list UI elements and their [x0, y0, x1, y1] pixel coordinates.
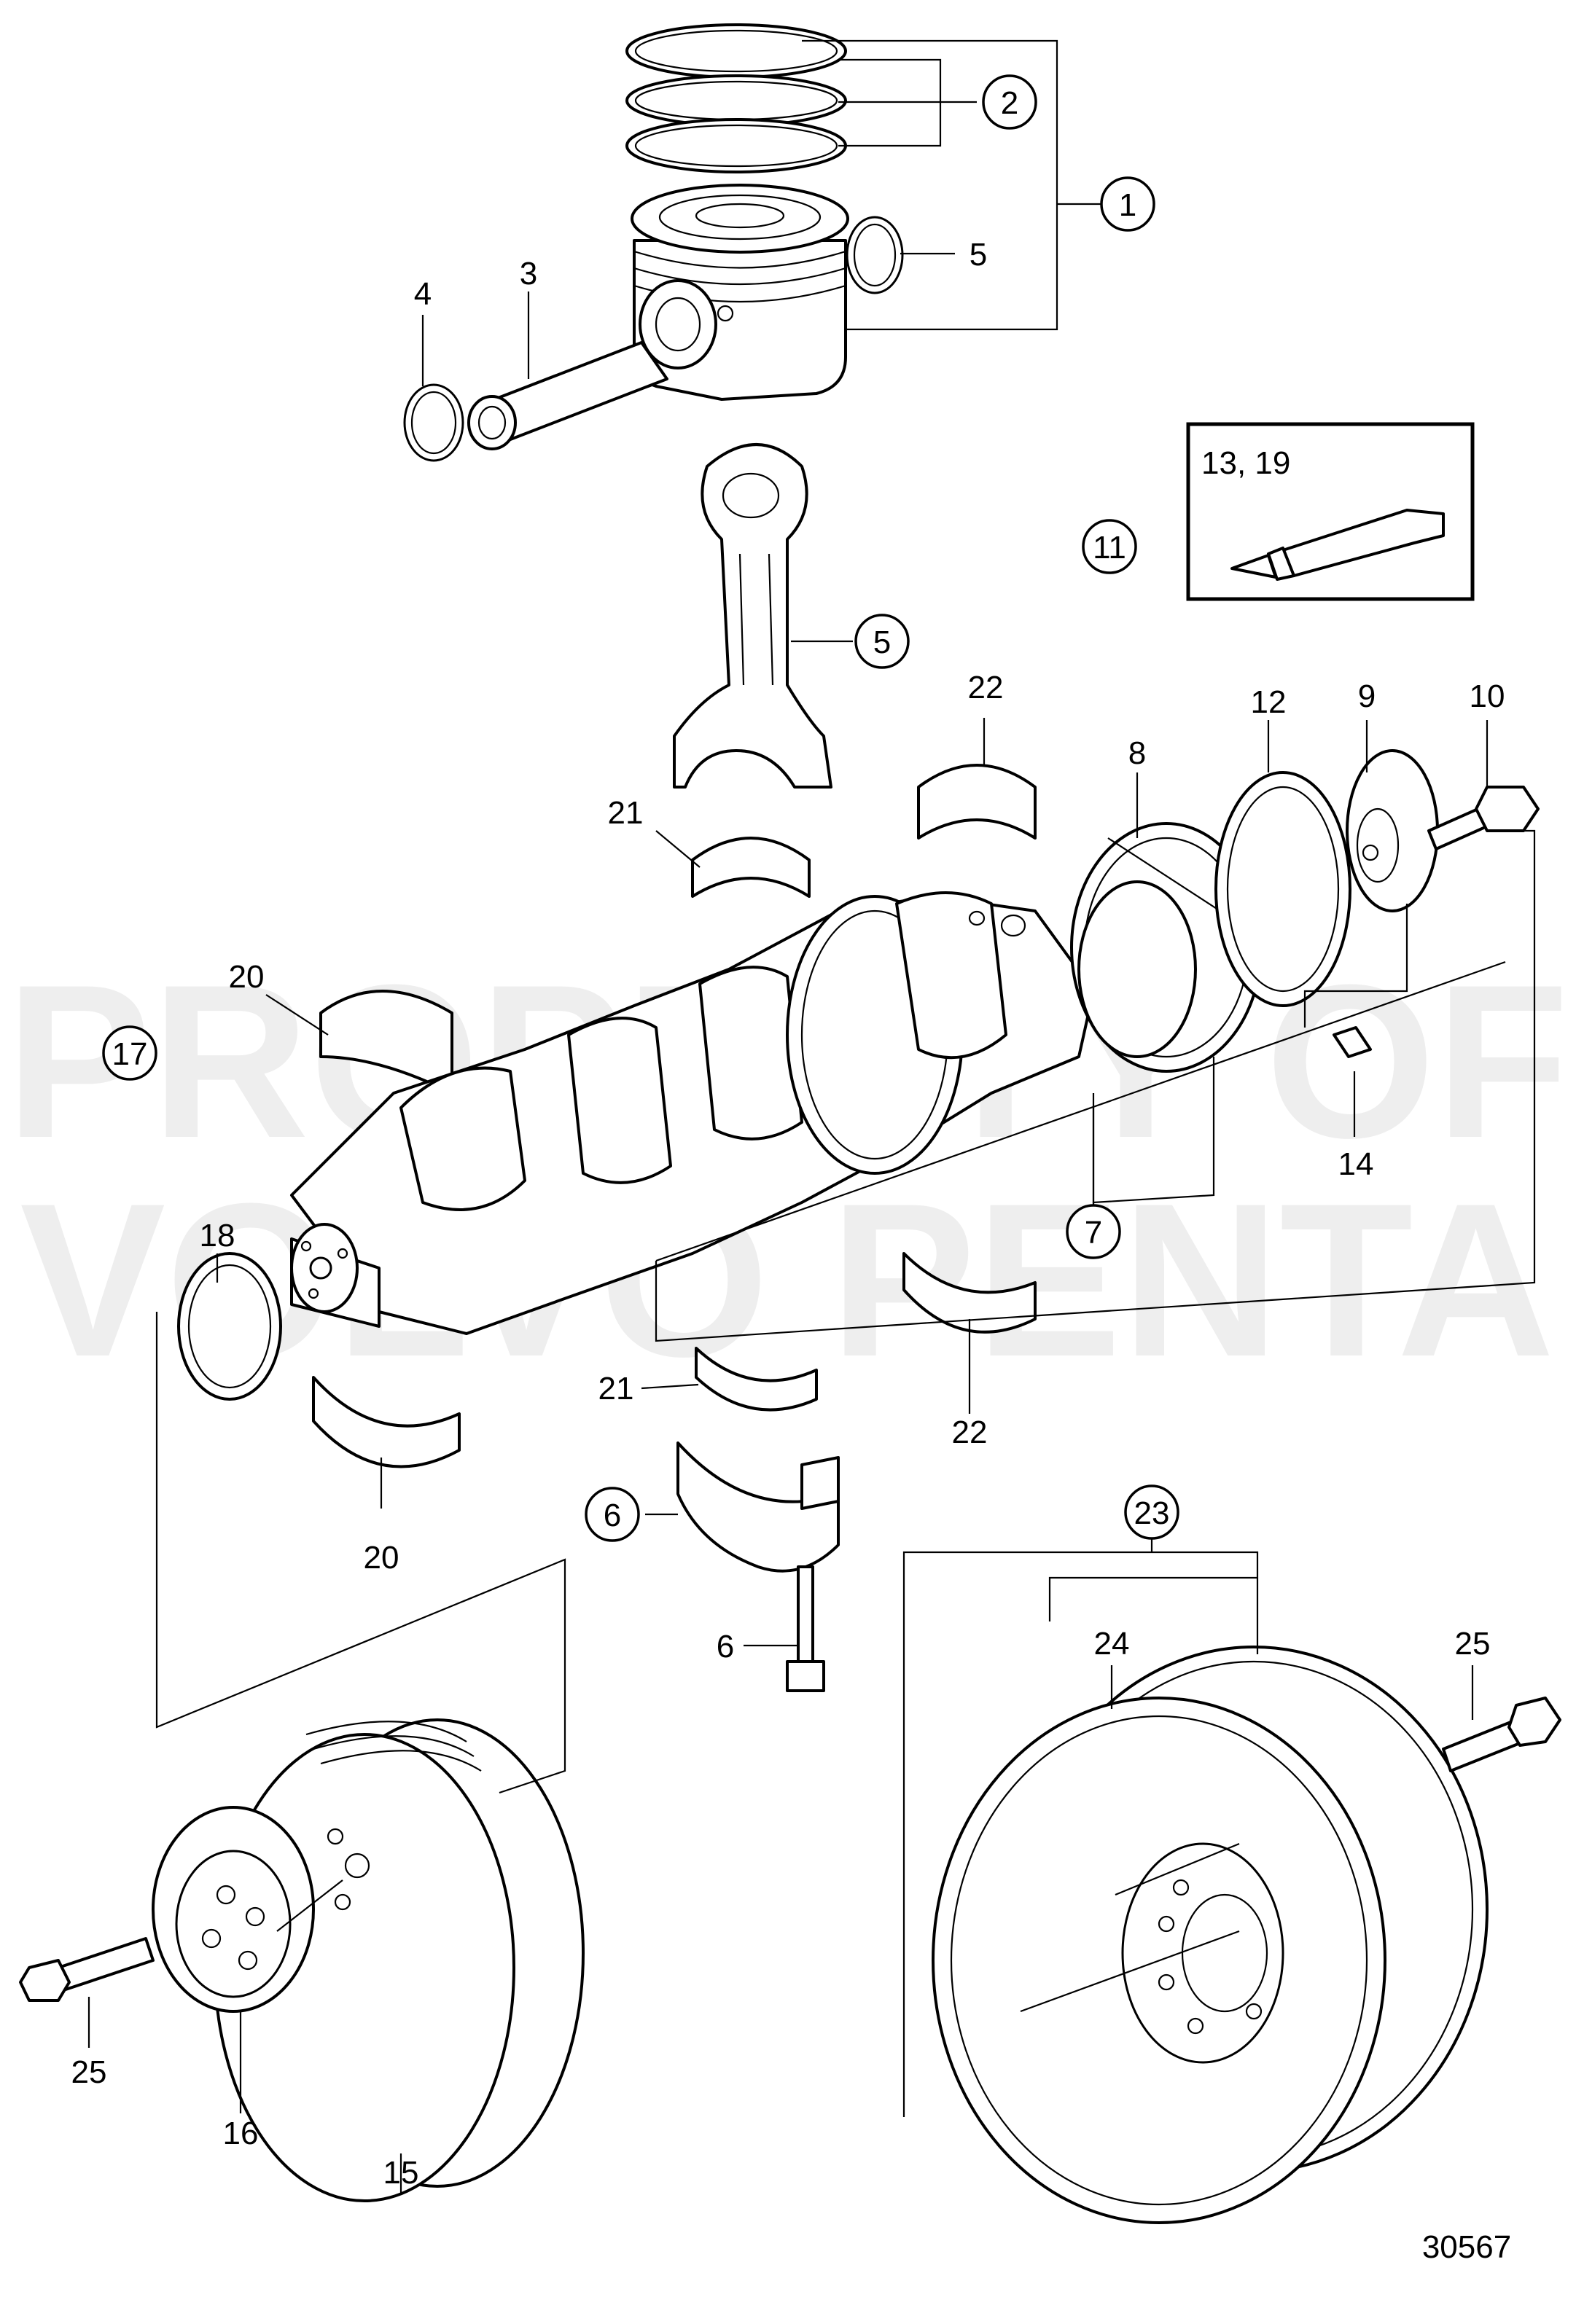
piston-rings [625, 23, 847, 173]
svg-text:7: 7 [1085, 1215, 1102, 1251]
piston [631, 184, 849, 401]
flywheel [932, 1646, 1489, 2224]
label-25-right: 25 [1455, 1626, 1491, 1662]
label-14: 14 [1338, 1146, 1374, 1182]
callout-17: 17 [102, 1025, 157, 1081]
flywheel-bolt [1442, 1697, 1561, 1772]
timing-gear [1070, 822, 1263, 1073]
main-bearing-bolt [786, 1565, 825, 1692]
bearing-shell-22-bottom [902, 1252, 1037, 1334]
label-20-top: 20 [229, 959, 265, 995]
hub [1346, 749, 1439, 912]
crank-pulley [152, 1806, 315, 2013]
piston-pin [467, 341, 668, 450]
callout-6: 6 [585, 1487, 640, 1542]
callout-2: 2 [982, 74, 1037, 130]
label-16: 16 [223, 2116, 259, 2151]
label-9: 9 [1358, 678, 1376, 714]
label-15: 15 [383, 2155, 419, 2191]
callouts: 1 2 3 4 5 5 11 22 21 8 12 9 10 20 17 14 … [71, 74, 1511, 2265]
label-21-bottom: 21 [598, 1371, 634, 1406]
circlip-left [403, 383, 464, 462]
circlip-right [846, 216, 904, 294]
callout-7: 7 [1066, 1204, 1121, 1259]
main-bearing-cap [676, 1441, 840, 1573]
label-4: 4 [414, 276, 432, 312]
svg-text:2: 2 [1001, 85, 1018, 121]
kit-box-label: 13, 19 [1201, 445, 1290, 481]
label-24: 24 [1094, 1626, 1130, 1662]
label-18: 18 [200, 1218, 235, 1253]
svg-text:5: 5 [873, 625, 891, 660]
callout-23: 23 [1124, 1484, 1179, 1540]
callout-5-rod: 5 [854, 614, 910, 669]
label-3: 3 [520, 256, 537, 292]
label-25-left: 25 [71, 2054, 107, 2090]
connecting-rod [673, 443, 832, 789]
piston-assembly [403, 23, 904, 462]
svg-text:1: 1 [1119, 187, 1136, 223]
pulley-bolt [19, 1937, 155, 2002]
svg-text:17: 17 [112, 1036, 148, 1072]
kit-box: 13, 19 [1186, 422, 1475, 601]
bearing-shell-21-bottom [695, 1347, 818, 1412]
callout-11: 11 [1082, 519, 1137, 574]
bearing-shell-21-top [691, 837, 811, 898]
callout-1: 1 [1100, 176, 1155, 232]
label-21-top: 21 [608, 795, 644, 831]
svg-text:23: 23 [1134, 1495, 1170, 1531]
rear-seal [177, 1252, 282, 1401]
bearing-shell-20-top [319, 990, 453, 1095]
label-20-bottom: 20 [364, 1540, 399, 1576]
label-10: 10 [1470, 678, 1505, 714]
figure-number: 30567 [1422, 2229, 1511, 2265]
svg-text:11: 11 [1093, 530, 1126, 566]
label-22-bottom: 22 [952, 1415, 988, 1450]
label-8: 8 [1128, 735, 1146, 771]
label-6-bolt: 6 [717, 1629, 734, 1664]
bearing-shell-22-top [917, 764, 1037, 840]
label-5-circlip: 5 [970, 237, 987, 273]
svg-text:6: 6 [604, 1498, 621, 1533]
label-12: 12 [1251, 684, 1287, 720]
dowel-pin [1333, 1026, 1372, 1058]
hub-bolt [1427, 786, 1540, 850]
sealant-tube-icon [1230, 509, 1445, 581]
seal-ring [1214, 771, 1351, 1007]
label-22-top: 22 [968, 670, 1004, 705]
crankshaft [290, 891, 1095, 1335]
bearing-shell-20-bottom [312, 1376, 461, 1468]
